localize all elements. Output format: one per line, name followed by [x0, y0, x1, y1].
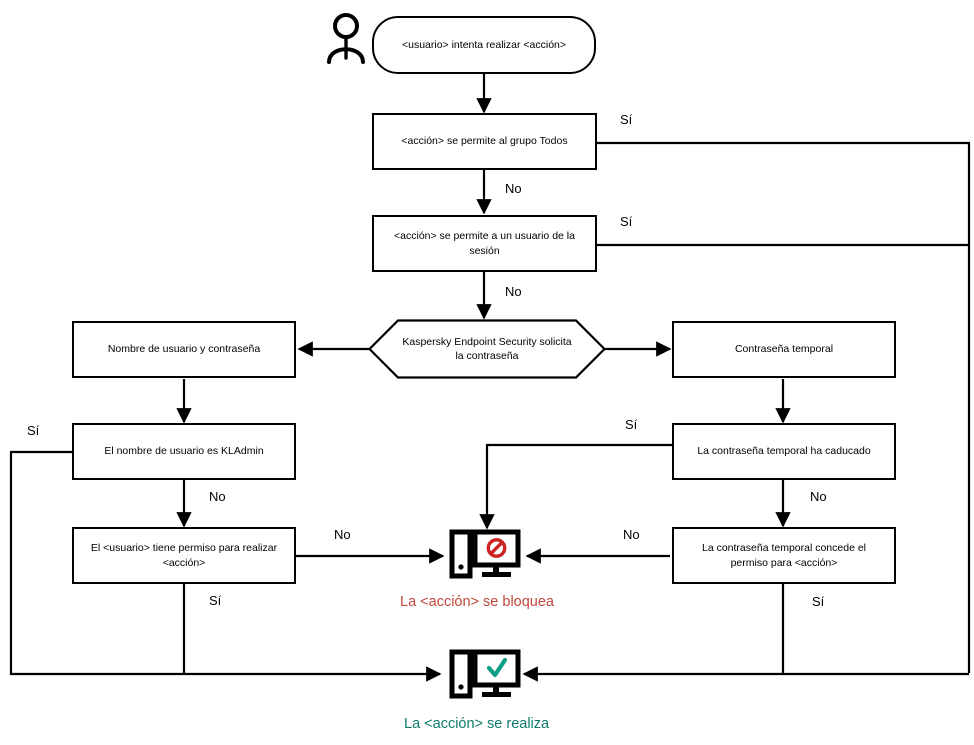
user-icon: [324, 12, 368, 71]
node-is-kladmin[interactable]: El nombre de usuario es KLAdmin: [72, 423, 296, 480]
node-kes-prompt[interactable]: Kaspersky Endpoint Security solicita la …: [367, 319, 607, 379]
allowed-outcome-label: La <acción> se realiza: [404, 716, 550, 732]
node-temp-expired[interactable]: La contraseña temporal ha caducado: [672, 423, 896, 480]
node-temp-grants-permission[interactable]: La contraseña temporal concede el permis…: [672, 527, 896, 584]
edge-group-yes: [597, 141, 971, 673]
node-user-password[interactable]: Nombre de usuario y contraseña: [72, 321, 296, 378]
computer-blocked-icon: [449, 529, 521, 588]
blocked-outcome-label: La <acción> se bloquea: [400, 594, 554, 610]
edge-label-permission-no: No: [334, 527, 351, 542]
node-user-has-permission[interactable]: El <usuario> tiene permiso para realizar…: [72, 527, 296, 584]
edge-label-kladmin-no: No: [209, 489, 226, 504]
edge-label-group-yes: Sí: [620, 112, 633, 127]
edge-label-grants-no: No: [623, 527, 640, 542]
edge-label-group-no: No: [505, 181, 522, 196]
node-session-user[interactable]: <acción> se permite a un usuario de la s…: [372, 215, 597, 272]
node-temp-password[interactable]: Contraseña temporal: [672, 321, 896, 378]
edge-expired-yes: [479, 443, 672, 530]
edge-label-session-no: No: [505, 284, 522, 299]
computer-allowed-icon: [449, 649, 521, 708]
node-start[interactable]: <usuario> intenta realizar <acción>: [372, 16, 596, 74]
edge-label-permission-yes: Sí: [209, 593, 222, 608]
edge-label-kladmin-yes: Sí: [27, 423, 40, 438]
edge-label-grants-yes: Sí: [812, 594, 825, 609]
node-kes-prompt-label: Kaspersky Endpoint Security solicita la …: [402, 335, 572, 362]
edge-label-session-yes: Sí: [620, 214, 633, 229]
edge-label-expired-no: No: [810, 489, 827, 504]
edge-label-expired-yes: Sí: [625, 417, 638, 432]
node-group-all[interactable]: <acción> se permite al grupo Todos: [372, 113, 597, 170]
